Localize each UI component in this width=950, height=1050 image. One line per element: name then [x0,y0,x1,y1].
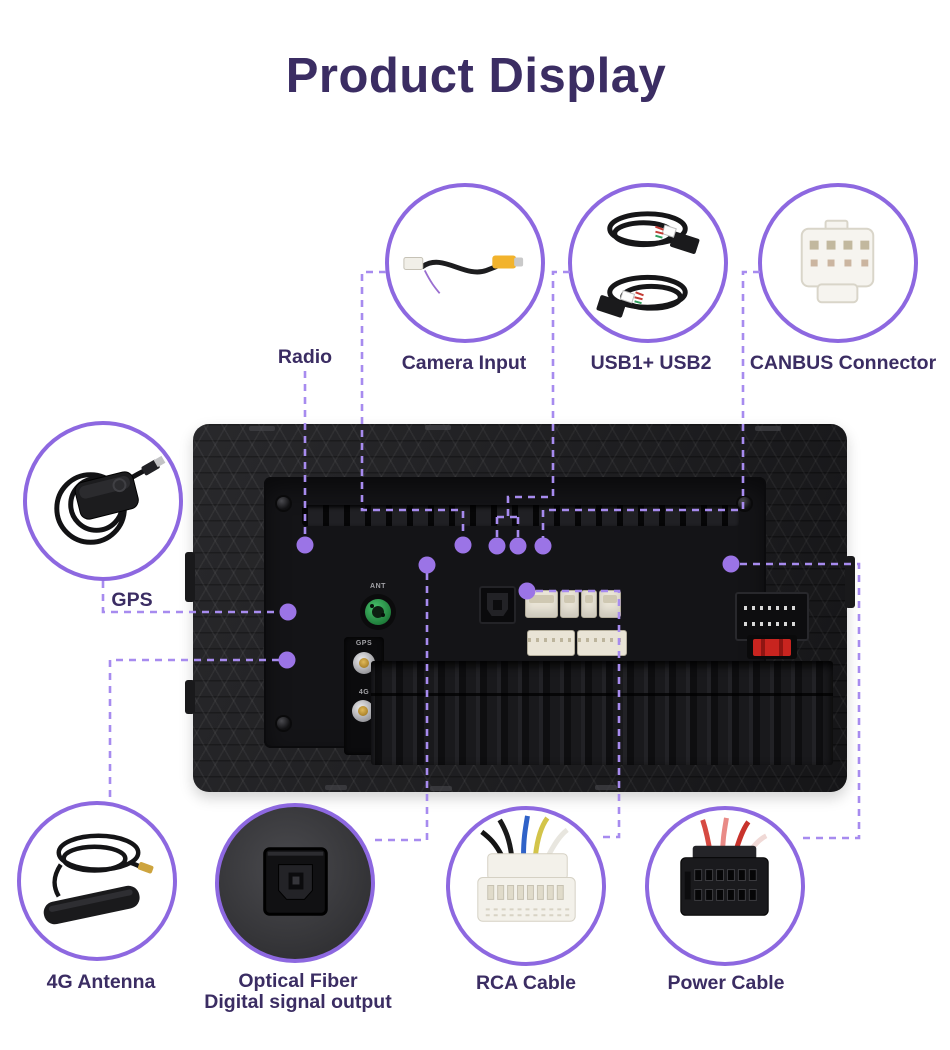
heatsink-fins [371,661,833,765]
fuse [753,639,791,656]
optical-label-line1: Optical Fiber [238,970,358,992]
screw [277,497,290,510]
gps-antenna-circle [23,421,183,581]
edge-tab [755,426,781,431]
toslink-hole [493,600,502,610]
optical-port-circle [215,803,375,963]
optical-port [479,586,516,624]
white-connector-2 [560,590,579,618]
g4-jack-label: 4G [358,689,370,696]
optical-port-icon [263,847,328,916]
power-socket [735,592,809,641]
g4-antenna-label: 4G Antenna [46,971,156,993]
jack-hole [381,613,385,617]
optical-label-line2: Digital signal output [204,991,392,1013]
usb-label: USB1+ USB2 [590,352,712,374]
power-cable-circle [645,806,805,966]
rca-cable-icon [477,815,576,922]
canbus-connector-icon [800,219,875,304]
gps-sma-pin [359,658,369,668]
optical-label: Optical Fiber Digital signal output [168,971,428,1013]
canbus-connector-circle [758,183,918,343]
fin-band [371,693,833,696]
gps-jack-label: GPS [355,640,373,647]
camera-input-label: Camera Input [401,352,527,374]
mount-ear [185,680,195,714]
edge-tab [325,785,347,790]
screw [738,497,751,510]
radio-antenna-jack [360,594,396,630]
g4-sma-jack [352,700,374,722]
usb-cables-icon [596,211,700,318]
head-unit-rear: ANT GPS 4G [185,424,855,792]
usb-cables-circle [568,183,728,343]
edge-tab [595,785,617,790]
pin-row [744,622,800,626]
vent-slots [302,505,740,526]
ant-jack-label: ANT [370,583,386,590]
white-connector-1 [525,590,558,618]
wide-connector-1 [527,630,575,656]
gps-label: GPS [111,589,153,611]
mount-ear [185,552,195,602]
pin-row [744,606,800,610]
edge-tab [430,786,452,791]
white-connector-4-canbus [599,590,621,618]
camera-cable-icon [403,255,524,294]
page-title: Product Display [285,49,667,103]
mount-ear [845,556,855,608]
rca-cable-circle [446,806,606,966]
rca-label: RCA Cable [475,972,577,994]
white-connector-3 [581,590,597,618]
g4-sma-pin [358,706,368,716]
power-label: Power Cable [667,972,785,994]
gps-sma-jack [353,652,375,674]
g4-antenna-icon [43,833,154,925]
edge-tab [249,426,275,431]
canbus-label: CANBUS Connector [749,352,937,374]
g4-antenna-circle [17,801,177,961]
radio-label: Radio [277,346,333,368]
camera-input-circle [385,183,545,343]
wide-connector-2-rca [577,630,627,656]
gps-antenna-icon [54,455,166,545]
fuse-holder [747,635,797,659]
screw [277,717,290,730]
power-cable-icon [680,817,769,916]
edge-tab [425,425,451,430]
mounting-cage: ANT GPS 4G [264,477,833,765]
jack-hole [370,604,374,608]
